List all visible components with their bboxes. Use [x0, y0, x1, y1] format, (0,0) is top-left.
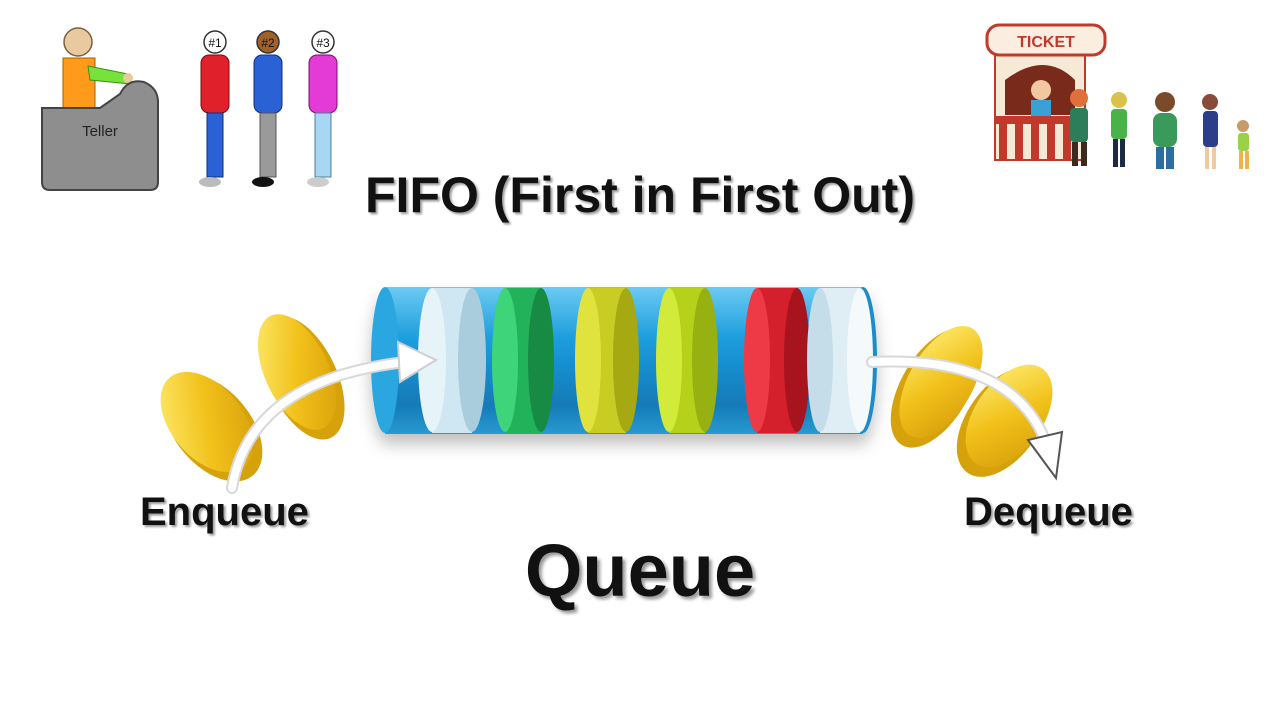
queue-element-2 — [492, 288, 554, 433]
queue-element-5 — [744, 288, 810, 433]
queue-element-6 — [807, 288, 873, 433]
queue-label: Queue — [0, 528, 1280, 613]
queue-element-4 — [656, 288, 718, 433]
queue-element-3 — [575, 288, 639, 433]
